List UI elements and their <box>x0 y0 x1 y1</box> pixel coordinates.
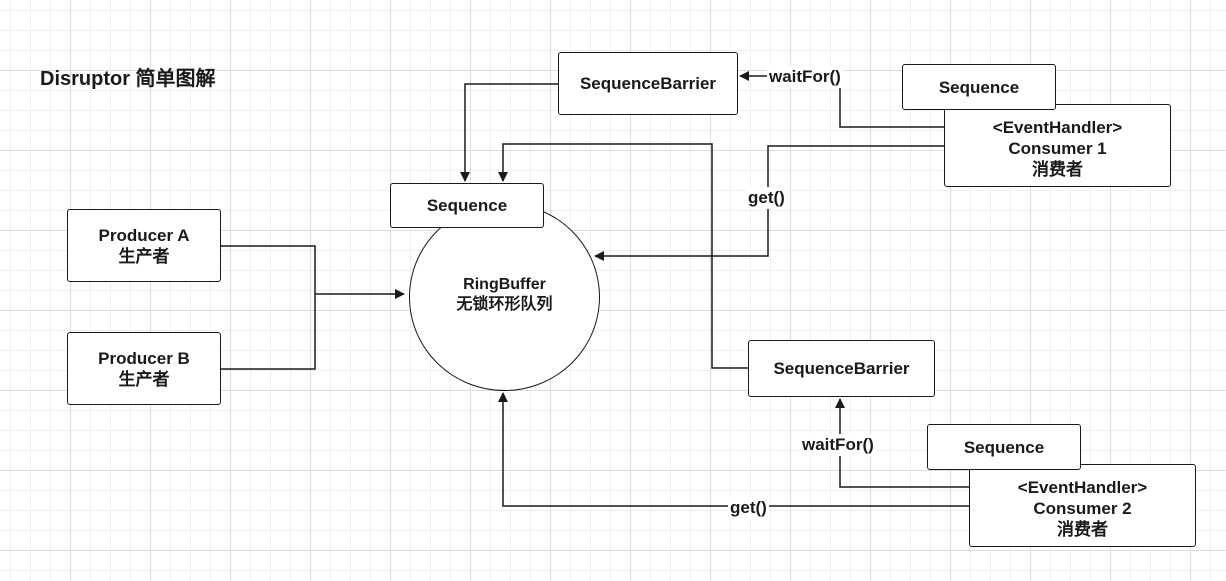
barrier-2-arrow <box>498 143 748 369</box>
consumer-1-name: Consumer 1 <box>1008 139 1107 158</box>
ring-buffer-desc: 无锁环形队列 <box>456 296 553 313</box>
diagram-title: Disruptor 简单图解 <box>40 68 216 90</box>
consumer-1-box: <EventHandler> Consumer 1 消费者 <box>944 104 1171 187</box>
consumer-2-waitfor-arrow <box>835 398 971 488</box>
consumer-1-waitfor-label: waitFor() <box>767 66 843 88</box>
consumer-1-sequence-box: Sequence <box>902 64 1056 110</box>
ring-buffer: RingBuffer 无锁环形队列 <box>409 203 600 391</box>
consumer-1-get-label: get() <box>746 187 787 209</box>
sequence-barrier-2-label: SequenceBarrier <box>773 359 910 378</box>
consumer-2-get-label: get() <box>728 497 769 519</box>
producer-a-role: 生产者 <box>118 246 170 266</box>
producer-a-connector <box>220 245 316 294</box>
sequence-barrier-2-box: SequenceBarrier <box>748 340 935 397</box>
consumer-2-waitfor-label: waitFor() <box>800 434 876 456</box>
producer-b-connector <box>220 294 316 370</box>
ring-sequence-box: Sequence <box>390 183 544 228</box>
producer-b-role: 生产者 <box>118 369 170 389</box>
sequence-barrier-1-box: SequenceBarrier <box>558 52 738 115</box>
sequence-barrier-1-label: SequenceBarrier <box>579 74 717 93</box>
ring-sequence-label: Sequence <box>426 196 508 215</box>
producer-b-box: Producer B 生产者 <box>67 332 221 405</box>
consumer-1-handler: <EventHandler> <box>992 118 1123 137</box>
consumer-2-sequence-label: Sequence <box>963 437 1045 457</box>
producer-b-name: Producer B <box>98 348 190 368</box>
consumer-2-role: 消费者 <box>1057 520 1108 539</box>
producer-a-name: Producer A <box>98 225 190 245</box>
consumer-1-sequence-label: Sequence <box>938 77 1020 97</box>
consumer-2-box: <EventHandler> Consumer 2 消费者 <box>969 464 1196 547</box>
consumer-2-sequence-box: Sequence <box>927 424 1081 470</box>
consumer-2-handler: <EventHandler> <box>1017 478 1148 497</box>
ring-buffer-name: RingBuffer <box>463 276 546 293</box>
consumer-2-get-arrow <box>498 392 971 507</box>
barrier-1-arrow <box>460 83 558 182</box>
producer-a-box: Producer A 生产者 <box>67 209 221 282</box>
consumer-1-role: 消费者 <box>1032 160 1083 179</box>
consumer-2-name: Consumer 2 <box>1033 499 1132 518</box>
